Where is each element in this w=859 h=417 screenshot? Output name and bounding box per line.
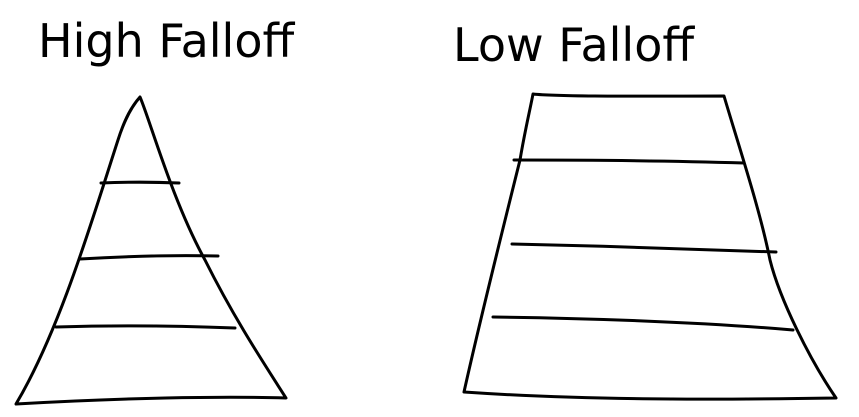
low-falloff-band-1 — [512, 158, 746, 165]
low-falloff-band-2 — [510, 242, 778, 254]
high-falloff-band-1 — [99, 180, 181, 185]
low-falloff-band-3 — [491, 315, 795, 332]
high-falloff-band-3 — [54, 324, 237, 330]
low-falloff-title: Low Falloff — [453, 18, 695, 72]
high-falloff-title: High Falloff — [38, 14, 295, 68]
low-falloff-shape — [462, 92, 838, 401]
high-falloff-outline — [14, 95, 288, 406]
high-falloff-band-2 — [78, 254, 220, 261]
high-falloff-shape — [14, 95, 288, 406]
low-falloff-outline — [462, 92, 838, 401]
